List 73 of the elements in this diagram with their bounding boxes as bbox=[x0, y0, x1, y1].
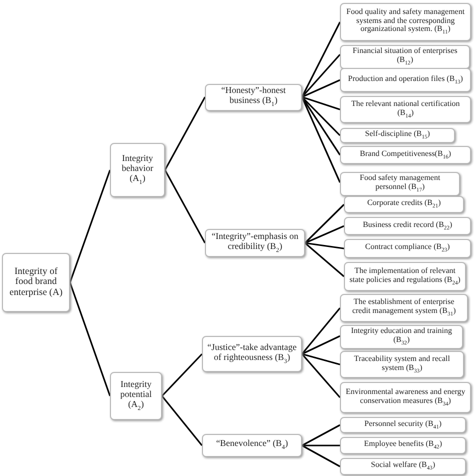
node-box bbox=[340, 351, 464, 378]
node-text: Traceability system and recall system (B$_{33}$) bbox=[353, 354, 451, 374]
node-text: “Honesty”-honest business (B$_{1}$) bbox=[220, 86, 287, 109]
connector-line bbox=[302, 96, 340, 110]
connector-line bbox=[69, 282, 111, 396]
node-box bbox=[205, 229, 305, 257]
node-text: Corporate credits (B$_{21}$) bbox=[367, 199, 441, 210]
node-text: “Benevolence” (B$_{4}$) bbox=[216, 439, 288, 452]
node-text: Personnel security (B$_{41}$) bbox=[364, 420, 442, 430]
node-text: Integrity potential (A$_{2}$) bbox=[119, 380, 153, 412]
node-text: Food safety management personnel (B$_{17}$) bbox=[358, 174, 442, 194]
node-box bbox=[340, 45, 470, 69]
node-box bbox=[2, 253, 70, 312]
node-text: The establishment of enterprise credit management system (B$_{31}$) bbox=[351, 298, 457, 318]
node-text: Social welfare (B$_{43}$) bbox=[370, 461, 436, 472]
connector-line bbox=[304, 242, 344, 250]
node-text: Environmental awareness and energy conservation measures (B$_{34}$) bbox=[344, 388, 466, 408]
node-box bbox=[202, 434, 302, 457]
connector-line bbox=[301, 54, 341, 98]
node-box bbox=[344, 217, 471, 235]
node-box bbox=[202, 336, 302, 372]
connector-line bbox=[161, 353, 203, 397]
connector-line bbox=[304, 225, 344, 244]
node-text: Employee benefits (B$_{42}$) bbox=[364, 440, 442, 451]
node-text: Business credit record (B$_{22}$) bbox=[362, 220, 452, 232]
node-box bbox=[340, 128, 455, 143]
connector-line bbox=[69, 170, 111, 283]
node-box bbox=[340, 458, 466, 475]
node-box bbox=[205, 84, 302, 111]
node-text: The relevant national certification (B$_{14}$) bbox=[350, 100, 461, 120]
node-text: Contract compliance (B$_{23}$) bbox=[365, 243, 450, 254]
node-text: Brand Competitiveness(B$_{16}$) bbox=[360, 150, 452, 160]
node-box bbox=[340, 437, 466, 454]
connector-line bbox=[302, 424, 340, 446]
node-text: The implementation of relevant state policies and regulations (B$_{24}$) bbox=[348, 266, 462, 286]
node-text: Food quality and safety management systems and the corresponding organizational system. (B$_{11}$) bbox=[345, 8, 466, 36]
node-text: Financial situation of enterprises (B$_{12}$) bbox=[352, 47, 458, 67]
node-box bbox=[340, 294, 468, 322]
connector-line bbox=[164, 96, 206, 170]
node-box bbox=[344, 262, 466, 291]
node-box bbox=[340, 96, 471, 123]
connector-line bbox=[301, 22, 341, 98]
node-box bbox=[340, 382, 471, 413]
node-box bbox=[340, 172, 460, 196]
node-text: Production and operation files (B$_{13}$) bbox=[348, 74, 463, 86]
node-text: Integrity behavior (A$_{1}$) bbox=[120, 154, 154, 186]
connector-line bbox=[301, 308, 341, 354]
connector-line bbox=[301, 96, 341, 136]
node-text: Self-discipline (B$_{15}$) bbox=[365, 130, 430, 141]
connector-line bbox=[301, 353, 341, 398]
node-box bbox=[110, 372, 162, 420]
node-box bbox=[340, 68, 471, 92]
connector-line bbox=[302, 444, 340, 468]
node-box bbox=[340, 146, 471, 164]
connector-line bbox=[302, 79, 340, 98]
connector-line bbox=[301, 96, 341, 183]
connector-line bbox=[304, 204, 345, 244]
connector-line bbox=[304, 242, 345, 278]
node-text: “Justice”-take advantage of righteousness (B$_{3}$) bbox=[206, 342, 298, 366]
node-box bbox=[340, 3, 471, 41]
node-box bbox=[340, 417, 466, 433]
connector-line bbox=[164, 170, 206, 244]
connector-line bbox=[161, 396, 203, 446]
connector-line bbox=[302, 335, 340, 355]
node-text: Integrity of food brand enterprise (A) bbox=[8, 266, 64, 298]
node-box bbox=[344, 239, 471, 258]
node-box bbox=[340, 325, 463, 349]
node-box bbox=[110, 143, 165, 197]
node-box bbox=[344, 196, 464, 213]
node-text: Integrity education and training (B$_{32}$) bbox=[350, 327, 454, 347]
connector-line bbox=[302, 444, 340, 446]
connector-line bbox=[302, 353, 340, 366]
node-text: “Integrity”-emphasis on credibility (B$_{2}$) bbox=[210, 232, 300, 254]
